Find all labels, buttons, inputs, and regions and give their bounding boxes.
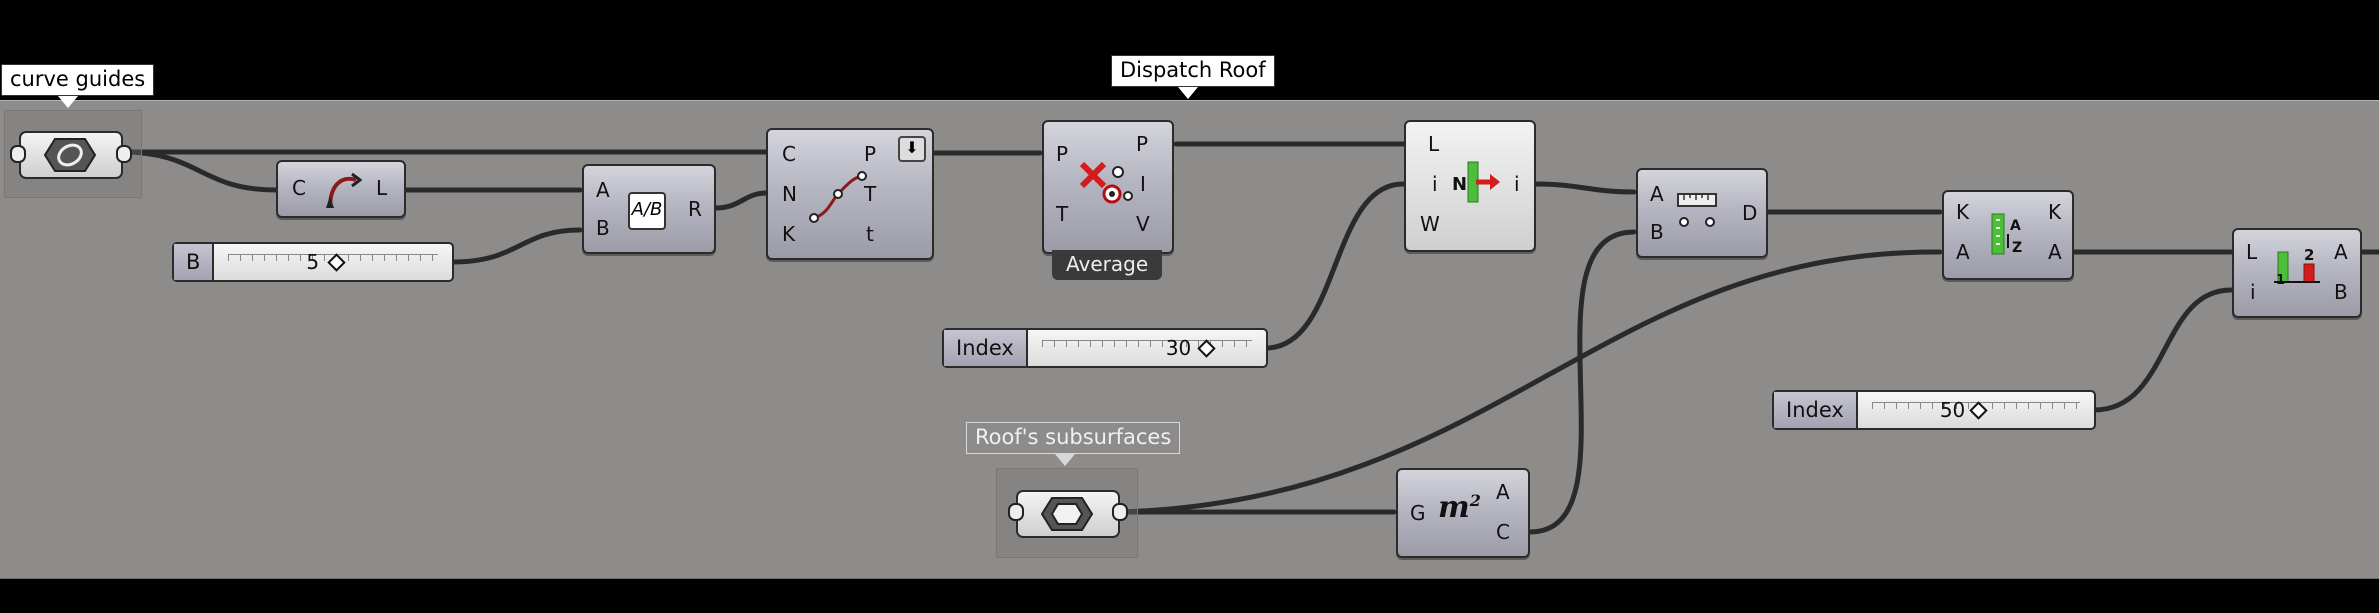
area-component[interactable]: G m2 A C [1396, 468, 1530, 558]
cull-in-t: T [1056, 202, 1069, 226]
b-slider-value: 5 [306, 250, 320, 274]
sort-out-a: A [2048, 240, 2062, 264]
divide-out-t-param: t [866, 222, 874, 246]
area-icon: m2 [1438, 490, 1481, 525]
sort-list-component[interactable]: K A A Z K A [1942, 190, 2074, 280]
sort-out-k: K [2048, 200, 2062, 224]
dispatch-in-l: L [2246, 240, 2258, 264]
cull-duplicates-component[interactable]: P T P I V [1042, 120, 1174, 254]
wire-area-to-distance [1527, 229, 1637, 535]
index-slider-50-track[interactable]: 50 [1857, 392, 2094, 428]
curve-param-component[interactable] [19, 131, 123, 179]
dispatch-in-i: i [2250, 280, 2256, 304]
index-slider-30[interactable]: Index 30 [942, 328, 1268, 368]
division-component[interactable]: A B A/B R [582, 164, 716, 254]
curve-guides-bubble: curve guides [1, 64, 155, 108]
roofs-subsurfaces-label: Roof's subsurfaces [975, 425, 1172, 449]
svg-text:1: 1 [2276, 273, 2285, 288]
listitem-in-l: L [1428, 132, 1440, 156]
dispatch-roof-label: Dispatch Roof [1120, 58, 1266, 82]
flip-curve-icon [326, 172, 362, 209]
area-in-g: G [1410, 501, 1426, 525]
dispatch-out-b: B [2334, 280, 2348, 304]
list-item-icon: N [1452, 161, 1500, 203]
flip-out-l: L [376, 176, 388, 200]
divide-in-c: C [782, 142, 796, 166]
roofs-subsurfaces-bubble: Roof's subsurfaces [966, 422, 1181, 466]
division-in-b: B [596, 216, 610, 240]
dispatch-icon: 1 2 [2274, 246, 2320, 288]
dispatch-out-a: A [2334, 240, 2348, 264]
sort-in-a: A [1956, 240, 1970, 264]
cull-out-p: P [1136, 132, 1149, 156]
dispatch-roof-bubble: Dispatch Roof [1111, 55, 1275, 99]
curve-param-icon [43, 138, 97, 172]
index-slider-30-value: 30 [1165, 336, 1192, 360]
wire-index50-to-dispatch [2091, 287, 2234, 413]
wire-curve-to-flip [119, 149, 279, 193]
sort-in-k: K [1956, 200, 1970, 224]
distance-in-a: A [1650, 182, 1664, 206]
index-slider-50-value: 50 [1939, 398, 1966, 422]
wire-brep-to-sort [1117, 249, 1943, 515]
wire-slider-to-division [449, 227, 583, 265]
sort-list-icon: A Z [1991, 213, 2022, 256]
cull-duplicates-icon [1079, 161, 1133, 204]
svg-text:2: 2 [2304, 246, 2314, 264]
distance-in-b: B [1650, 220, 1664, 244]
index-slider-50-label: Index [1774, 392, 1858, 428]
divide-out-p: P [864, 142, 877, 166]
divide-curve-icon [809, 171, 867, 223]
brep-param-icon [1040, 497, 1094, 531]
svg-text:N: N [1452, 174, 1467, 195]
division-out-r: R [688, 197, 702, 221]
distance-out-d: D [1742, 201, 1758, 225]
curve-param-out-pin[interactable] [116, 145, 132, 163]
area-out-a: A [1496, 480, 1510, 504]
list-item-component[interactable]: L i W N i [1404, 120, 1536, 252]
divide-curve-component[interactable]: C N K ⬇ P T t [766, 128, 934, 260]
cull-in-p: P [1056, 142, 1069, 166]
listitem-in-w: W [1420, 212, 1440, 236]
flip-in-c: C [292, 176, 306, 200]
divide-in-k: K [782, 222, 796, 246]
curve-param-in-pin[interactable] [10, 145, 26, 163]
dispatch-component[interactable]: L i 1 2 A B [2232, 228, 2362, 318]
svg-text:A: A [2010, 218, 2021, 234]
wire-division-to-divide [713, 190, 769, 211]
listitem-in-i: i [1432, 172, 1438, 196]
brep-param-in-pin[interactable] [1008, 503, 1024, 521]
curve-guides-label: curve guides [10, 67, 146, 91]
distance-component[interactable]: A B D [1636, 168, 1768, 258]
index-slider-30-track[interactable]: 30 [1027, 330, 1266, 366]
divide-out-t: T [864, 182, 877, 206]
b-slider-track[interactable]: 5 [214, 244, 452, 280]
division-in-a: A [596, 178, 610, 202]
listitem-out-i: i [1514, 172, 1520, 196]
b-slider-label: B [174, 244, 215, 280]
brep-param-component[interactable] [1016, 490, 1120, 538]
area-out-c: C [1496, 520, 1510, 544]
flip-curve-component[interactable]: C L [276, 160, 406, 218]
distance-icon [1677, 193, 1717, 227]
wire-index30-to-listitem [1263, 181, 1406, 351]
average-tag: Average [1052, 250, 1163, 280]
division-icon: A/B [628, 192, 666, 230]
divide-in-n: N [782, 182, 797, 206]
b-number-slider[interactable]: B 5 [172, 242, 454, 282]
index-slider-50[interactable]: Index 50 [1772, 390, 2096, 430]
wire-listitem-to-distance [1533, 181, 1637, 195]
download-arrow-icon[interactable]: ⬇ [898, 136, 926, 162]
index-slider-30-label: Index [944, 330, 1028, 366]
brep-param-out-pin[interactable] [1112, 503, 1128, 521]
cull-out-i: I [1140, 172, 1146, 196]
svg-text:Z: Z [2012, 240, 2022, 256]
cull-out-v: V [1136, 212, 1150, 236]
